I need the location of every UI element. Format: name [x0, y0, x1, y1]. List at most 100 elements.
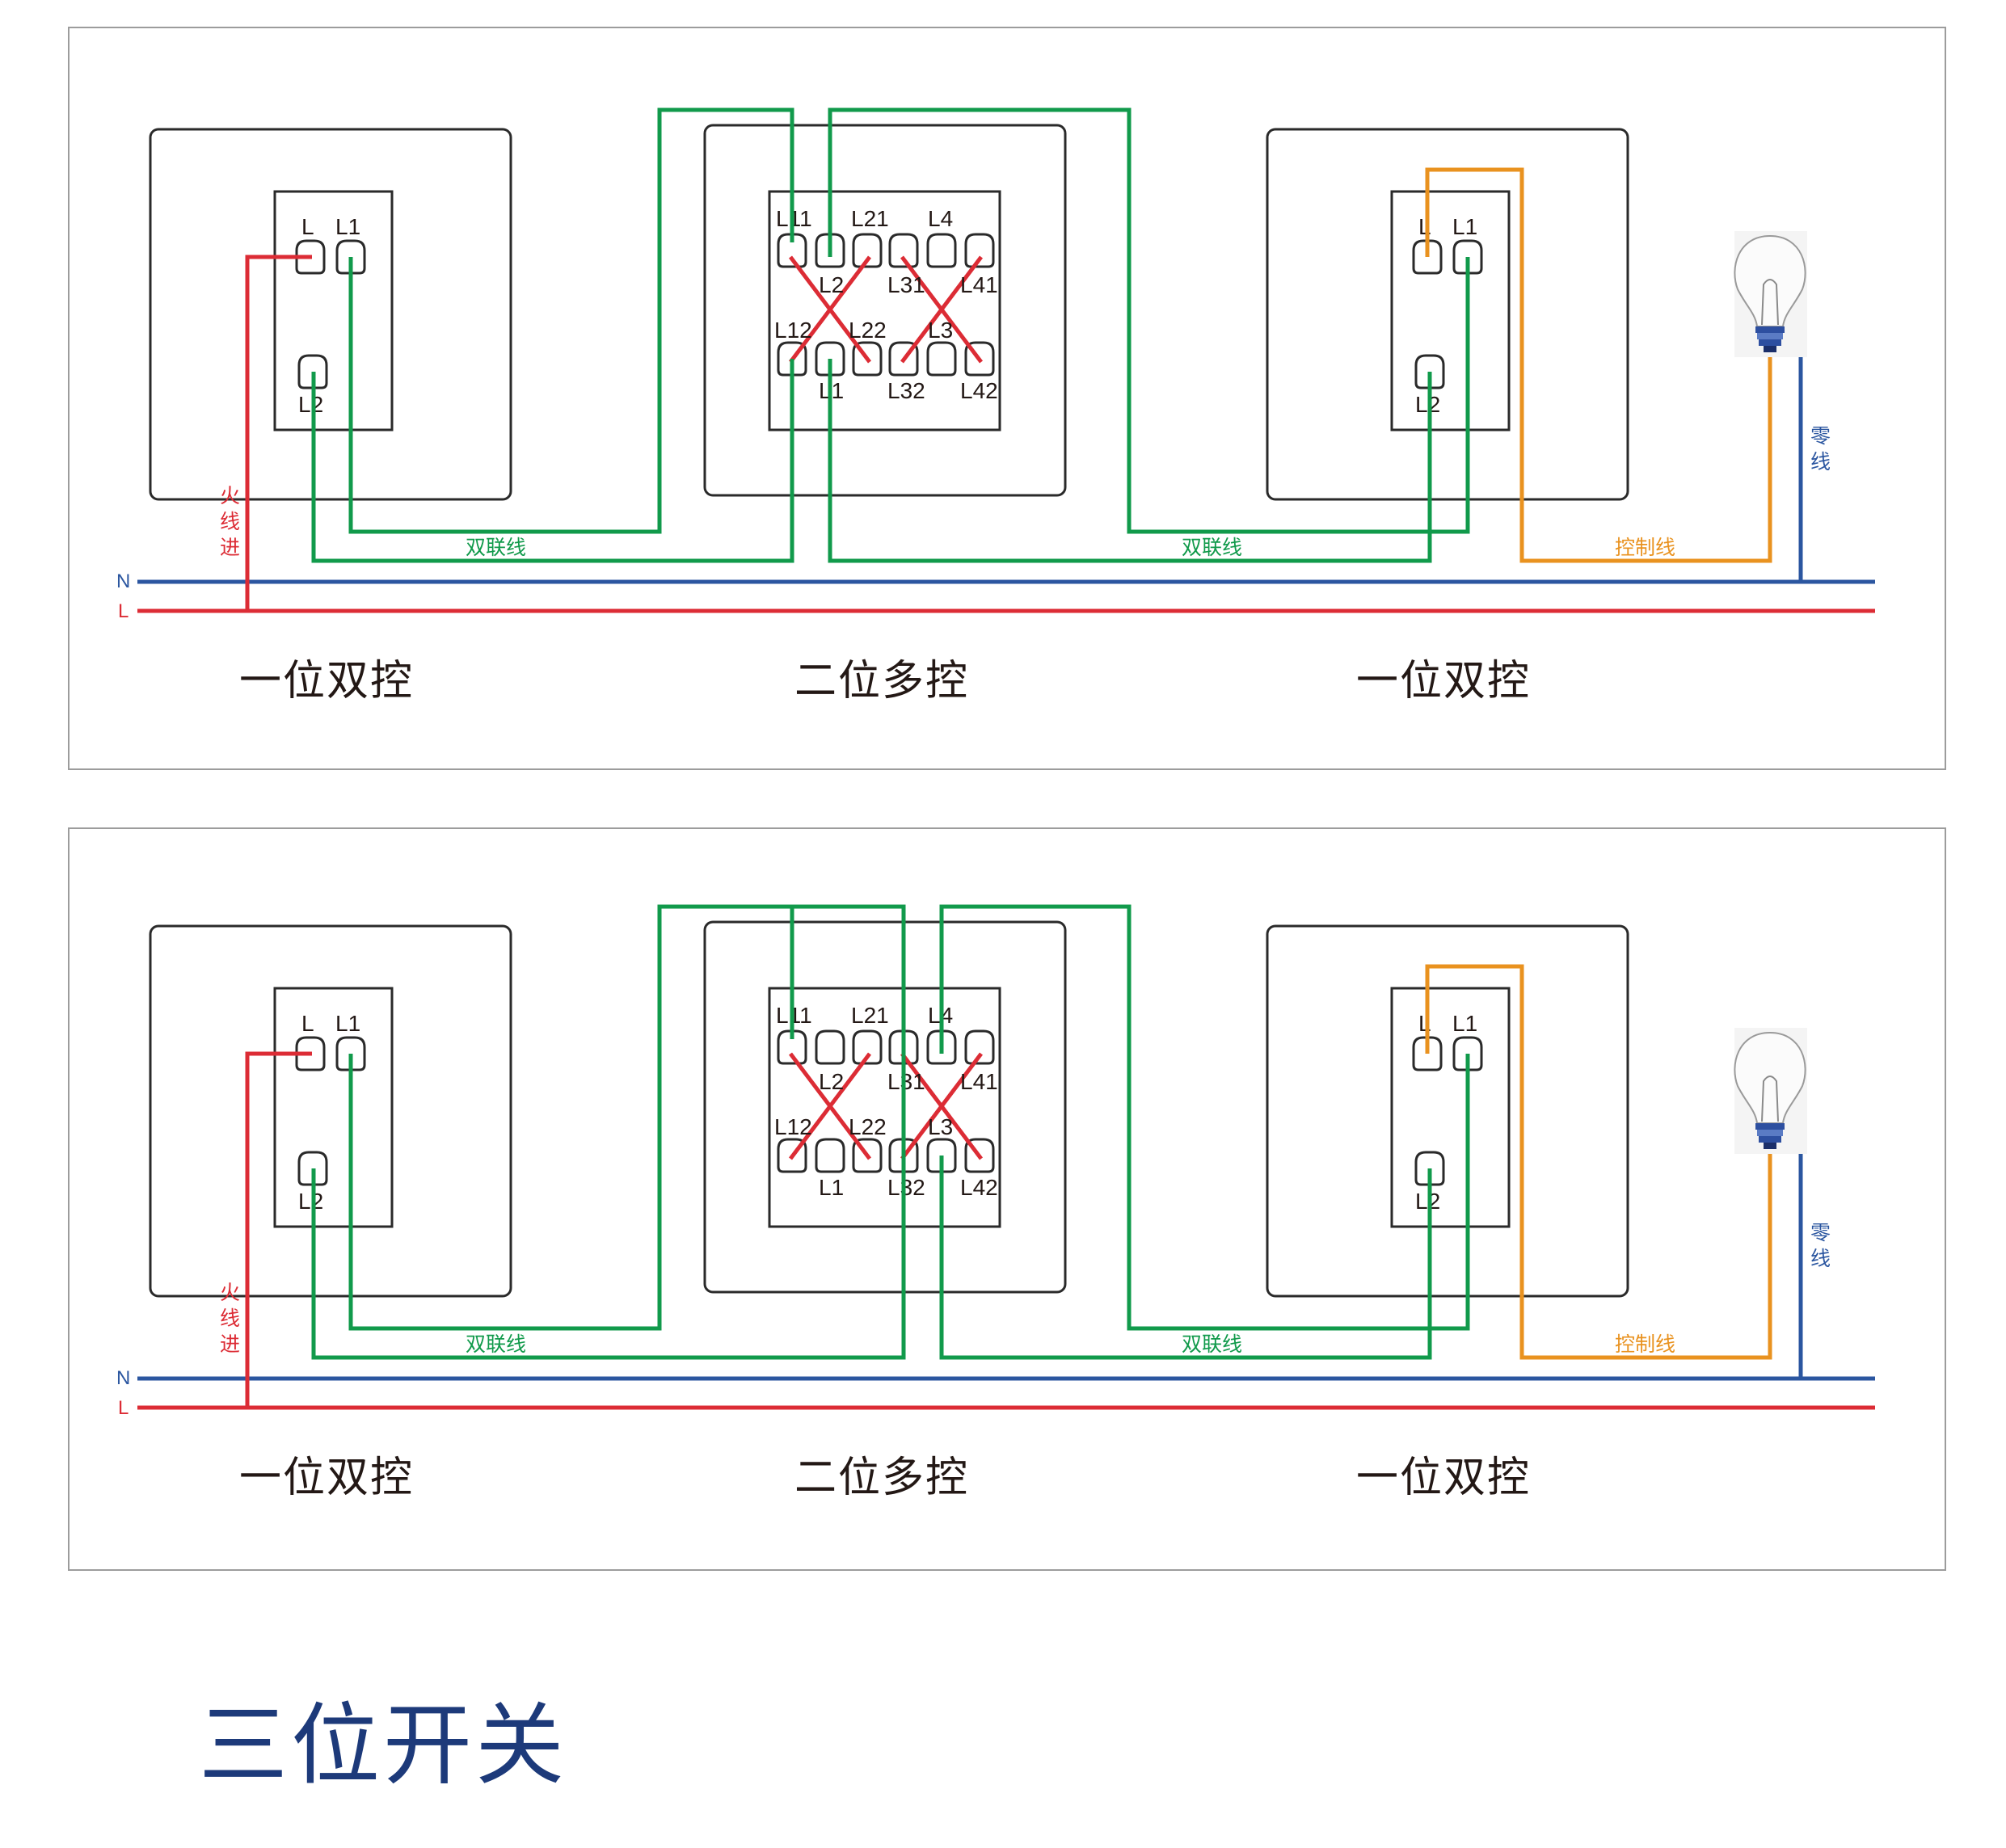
switch-plate-middle — [703, 920, 1067, 1294]
panel-frame — [68, 827, 1946, 1571]
terminal-socket — [852, 341, 883, 377]
terminals-middle — [777, 233, 995, 377]
terminal-socket — [777, 233, 807, 268]
switch-title-middle: 二位多控 — [794, 658, 969, 705]
bulb-base-ring — [1755, 1123, 1785, 1130]
terminal-socket — [888, 341, 919, 377]
terminal-label-l3: L3 — [928, 1114, 953, 1139]
switch-module-right — [1390, 190, 1511, 431]
traveler-wire — [828, 107, 1470, 534]
bus-label-l: L — [118, 1397, 129, 1419]
control-label: 控制线 — [1615, 1333, 1675, 1356]
live-in-label-2: 线 — [220, 1307, 240, 1330]
terminal-label-l32: L32 — [887, 378, 925, 403]
control-label: 控制线 — [1615, 537, 1675, 559]
terminal-socket — [926, 1029, 957, 1065]
terminal-label-l42: L42 — [960, 378, 998, 403]
terminal-socket — [1412, 239, 1443, 275]
bus-label-l: L — [118, 600, 129, 622]
traveler-wire — [828, 359, 1432, 563]
switch-module-middle — [768, 987, 1001, 1228]
traveler-wire — [939, 904, 1470, 1331]
terminal-label-l41: L41 — [960, 272, 998, 297]
bulb-base-ring — [1755, 326, 1785, 333]
traveler-wire — [311, 904, 906, 1360]
terminal-label-l2: L2 — [298, 1189, 323, 1214]
bulb-base-ring — [1757, 333, 1783, 339]
terminal-label-l1: L1 — [335, 1011, 360, 1036]
terminal-label-l3: L3 — [928, 318, 953, 343]
page-title: 三位开关 — [199, 1696, 567, 1795]
terminal-socket — [888, 1138, 919, 1173]
cross-marks — [789, 1052, 983, 1160]
terminal-socket — [1412, 1036, 1443, 1071]
traveler-label-left: 双联线 — [466, 537, 526, 559]
terminal-label-l22: L22 — [849, 1114, 887, 1139]
terminal-label-l: L — [301, 214, 314, 239]
neutral-label-2: 线 — [1810, 1248, 1831, 1270]
terminal-label-l31: L31 — [887, 1069, 925, 1094]
terminal-socket — [1414, 1151, 1445, 1186]
terminal-label-l1: L1 — [1452, 214, 1477, 239]
switch-plate-left — [149, 128, 512, 501]
terminal-socket — [335, 1036, 366, 1071]
neutral-label-1: 零 — [1810, 1222, 1831, 1244]
cross-mark-stroke — [789, 255, 871, 364]
terminal-socket — [1452, 1036, 1483, 1071]
traveler-wire — [348, 107, 794, 534]
terminal-socket — [888, 1029, 919, 1065]
control-wire — [1425, 964, 1772, 1360]
terminal-socket — [1452, 239, 1483, 275]
terminal-label-l22: L22 — [849, 318, 887, 343]
bulb-filament — [1761, 1076, 1779, 1122]
traveler-wire — [348, 904, 794, 1331]
terminal-socket — [335, 239, 366, 275]
terminal-label-l32: L32 — [887, 1175, 925, 1200]
live-in-label-3: 进 — [220, 537, 240, 559]
terminal-label-l42: L42 — [960, 1175, 998, 1200]
traveler-label-right: 双联线 — [1182, 1333, 1242, 1356]
terminal-socket — [964, 233, 995, 268]
terminals-middle — [777, 1029, 995, 1173]
bulb-base-tip — [1764, 346, 1776, 352]
terminal-label-l: L — [301, 1011, 314, 1036]
live-in-label-1: 火 — [220, 485, 240, 507]
diagram-panel-1: L L1 L2 L11 L21 L4 L2 L31 L41 L12 L22 L3… — [68, 27, 1946, 770]
terminal-label-l12: L12 — [774, 1114, 812, 1139]
traveler-label-right: 双联线 — [1182, 537, 1242, 559]
switch-module-middle — [768, 190, 1001, 431]
terminal-label-l1: L1 — [335, 214, 360, 239]
terminal-label-l12: L12 — [774, 318, 812, 343]
switch-module-left — [273, 190, 394, 431]
terminal-label-l4: L4 — [928, 206, 953, 231]
terminal-label-l2-multi: L2 — [819, 1069, 844, 1094]
terminal-socket — [295, 1036, 326, 1071]
terminals-left — [295, 1036, 366, 1186]
terminal-socket — [964, 1029, 995, 1065]
live-feed-wire — [245, 255, 312, 611]
bulb-base-ring — [1759, 339, 1781, 346]
terminal-socket — [815, 233, 845, 268]
wires — [137, 107, 1875, 613]
bus-label-n: N — [116, 570, 130, 592]
bulb-base-tip — [1764, 1143, 1776, 1149]
terminal-socket — [815, 341, 845, 377]
terminal-label-l1: L1 — [1452, 1011, 1477, 1036]
neutral-label-1: 零 — [1810, 425, 1831, 448]
terminal-socket — [815, 1138, 845, 1173]
terminal-label-l2-multi: L2 — [819, 272, 844, 297]
bulb-filament — [1761, 279, 1779, 326]
terminal-socket — [297, 354, 328, 389]
switch-module-left — [273, 987, 394, 1228]
live-feed-wire — [245, 1051, 312, 1408]
terminal-socket — [852, 1029, 883, 1065]
traveler-wire — [311, 359, 794, 563]
terminal-socket — [777, 341, 807, 377]
terminal-label-l31: L31 — [887, 272, 925, 297]
bulb-base-ring — [1757, 1130, 1783, 1136]
switch-plate-left — [149, 924, 512, 1298]
terminal-socket — [295, 239, 326, 275]
terminal-socket — [964, 1138, 995, 1173]
terminal-socket — [926, 341, 957, 377]
neutral-drop-wire — [1785, 1126, 1803, 1379]
